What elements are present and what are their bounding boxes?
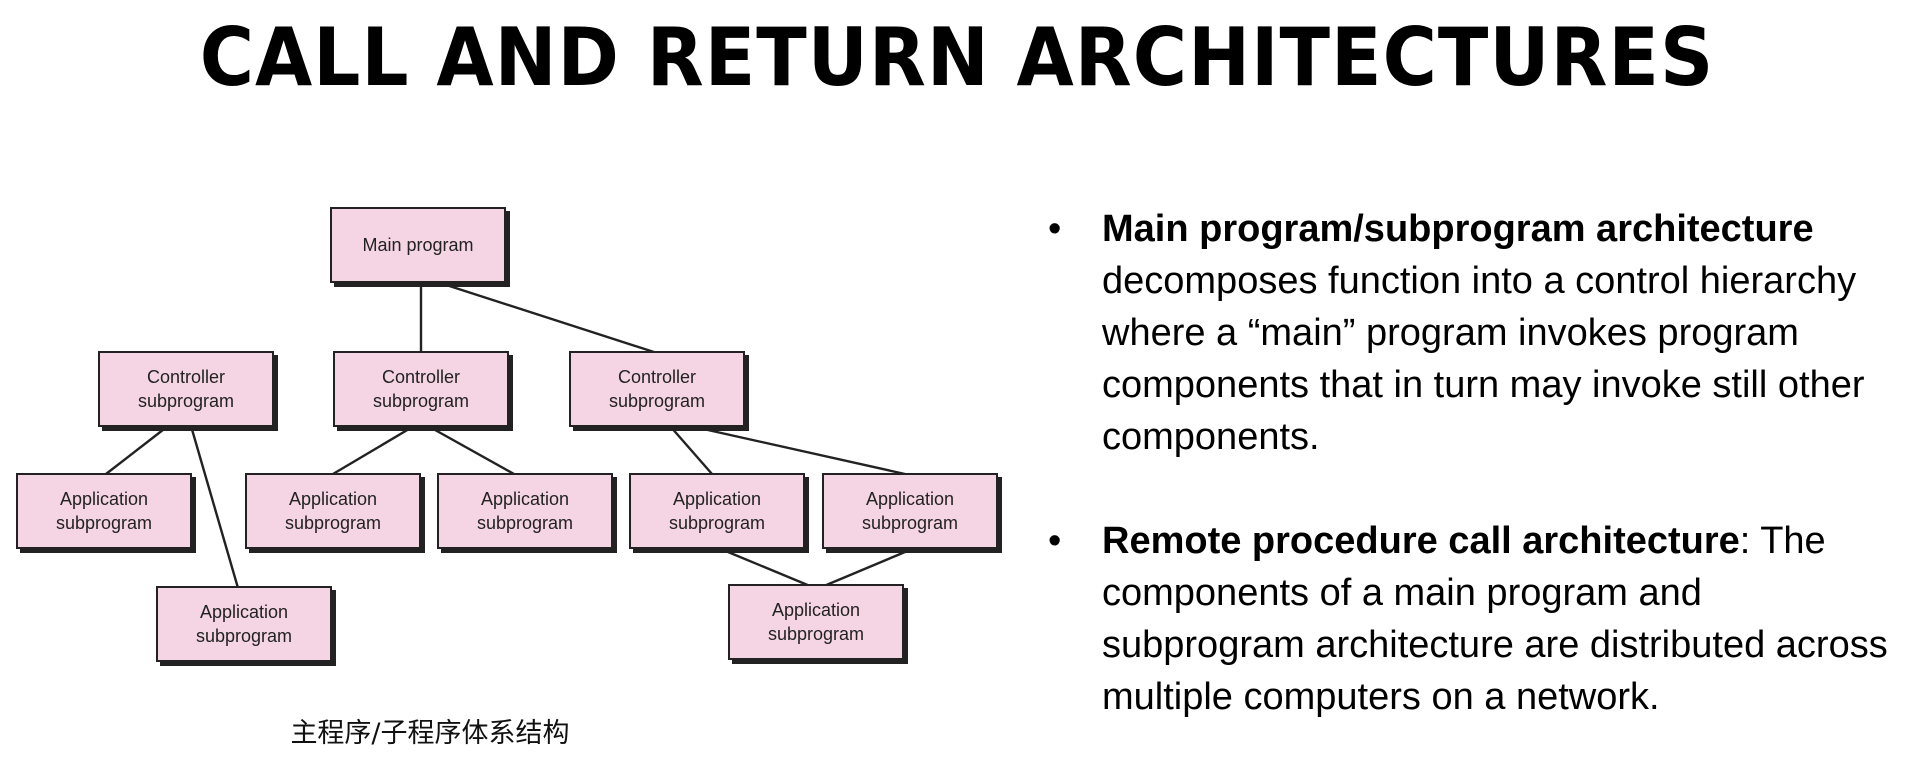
bullet-dot-icon: • bbox=[1048, 208, 1062, 250]
slide-title: CALL AND RETURN ARCHITECTURES bbox=[199, 11, 1715, 105]
edge-ctrl-mid-app-4 bbox=[427, 424, 515, 476]
edge-ctrl-mid-app-2 bbox=[332, 424, 415, 476]
bullet-text: : The components of a main program and s… bbox=[1102, 520, 1888, 718]
application-subprogram-box-2: Application subprogram bbox=[245, 473, 421, 549]
controller-subprogram-box-left: Controller subprogram bbox=[98, 351, 274, 427]
bullet-lead: Remote procedure call architecture bbox=[1102, 520, 1740, 562]
edge-ctrl-left-app-1 bbox=[105, 425, 169, 475]
diagram-caption: 主程序/子程序体系结构 bbox=[290, 718, 570, 749]
connector-lines bbox=[105, 280, 906, 589]
bullet-list: • Main program/subprogram architecture de… bbox=[1040, 203, 1910, 775]
application-subprogram-box-7: Application subprogram bbox=[728, 584, 904, 660]
application-subprogram-box-4: Application subprogram bbox=[437, 473, 613, 549]
controller-subprogram-label: Controller subprogram bbox=[137, 367, 235, 411]
controller-subprogram-label: Controller subprogram bbox=[372, 367, 470, 411]
application-subprogram-label: Application subprogram bbox=[861, 489, 959, 533]
edge-app-6-app-7 bbox=[823, 550, 906, 588]
application-subprogram-label: Application subprogram bbox=[668, 489, 766, 533]
controller-subprogram-label: Controller subprogram bbox=[608, 367, 706, 411]
bullet-lead: Main program/subprogram architecture bbox=[1102, 208, 1814, 250]
main-program-box: Main program bbox=[330, 207, 506, 283]
bullet-item-remote-procedure-call: • Remote procedure call architecture: The… bbox=[1040, 515, 1910, 723]
application-subprogram-label: Application subprogram bbox=[284, 489, 382, 533]
main-program-label: Main program bbox=[362, 235, 474, 255]
architecture-diagram: Main program Controller subprogram Contr… bbox=[0, 190, 1020, 690]
application-subprogram-label: Application subprogram bbox=[195, 602, 293, 646]
controller-subprogram-box-middle: Controller subprogram bbox=[333, 351, 509, 427]
controller-subprogram-box-right: Controller subprogram bbox=[569, 351, 745, 427]
application-subprogram-box-1: Application subprogram bbox=[16, 473, 192, 549]
application-subprogram-box-6: Application subprogram bbox=[822, 473, 998, 549]
edge-app-5-app-7 bbox=[727, 550, 811, 588]
application-subprogram-label: Application subprogram bbox=[476, 489, 574, 533]
application-subprogram-label: Application subprogram bbox=[55, 489, 153, 533]
bullet-item-main-subprogram: • Main program/subprogram architecture de… bbox=[1040, 203, 1910, 463]
edge-ctrl-right-app-5 bbox=[669, 425, 713, 475]
bullet-dot-icon: • bbox=[1048, 520, 1062, 562]
edge-ctrl-left-app-3 bbox=[189, 425, 240, 589]
application-subprogram-box-5: Application subprogram bbox=[629, 473, 805, 549]
edge-main-ctrl-right bbox=[436, 280, 658, 355]
bullet-text: decomposes function into a control hiera… bbox=[1102, 260, 1865, 458]
edge-ctrl-right-app-6 bbox=[689, 424, 906, 476]
application-subprogram-box-3: Application subprogram bbox=[156, 586, 332, 662]
application-subprogram-label: Application subprogram bbox=[767, 600, 865, 644]
